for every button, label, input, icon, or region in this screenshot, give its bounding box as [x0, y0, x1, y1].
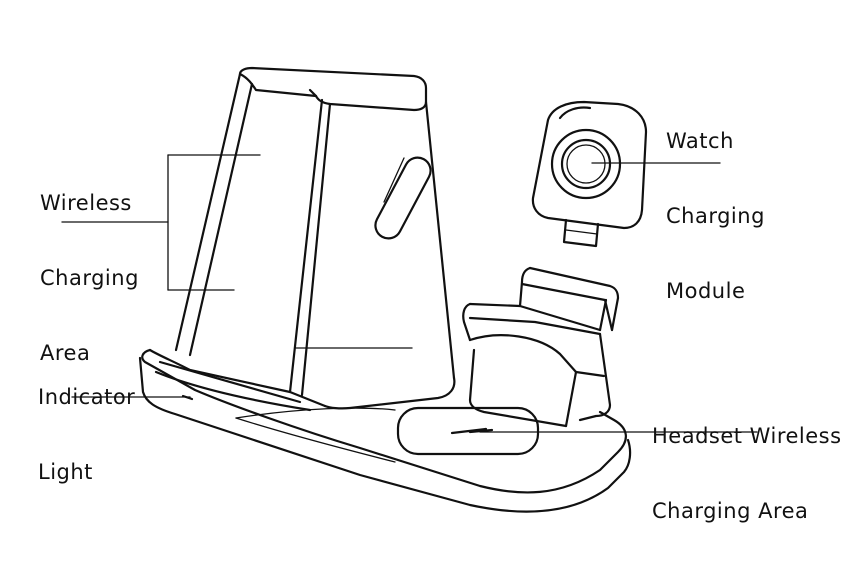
label-line: Charging Area — [652, 499, 809, 523]
leader-lines — [61, 154, 758, 433]
label-wireless-charging-area: Wireless Charging Area — [40, 141, 139, 416]
label-watch-charging-module: Watch Charging Module — [666, 79, 765, 354]
label-line: Charging — [40, 266, 139, 290]
label-headset-wireless-charging-area: Headset Wireless Charging Area — [652, 374, 842, 574]
label-line: Watch — [666, 129, 734, 153]
label-line: Headset Wireless — [652, 424, 842, 448]
base-plate — [138, 348, 632, 513]
watch-charging-module — [531, 100, 648, 248]
label-line: Wireless — [40, 191, 132, 215]
phone-stand-tower — [148, 66, 456, 412]
watch-stand-holder — [462, 266, 620, 428]
headset-pad — [396, 406, 540, 456]
label-line: Charging — [666, 204, 765, 228]
label-line: Indicator — [38, 385, 136, 409]
charging-station-illustration — [61, 66, 758, 513]
label-line: Area — [40, 341, 91, 365]
label-line: Light — [38, 460, 93, 484]
label-line: Module — [666, 279, 746, 303]
diagram-canvas: Wireless Charging Area Indicator Light W… — [38, 66, 841, 523]
label-indicator-light: Indicator Light — [38, 335, 135, 535]
